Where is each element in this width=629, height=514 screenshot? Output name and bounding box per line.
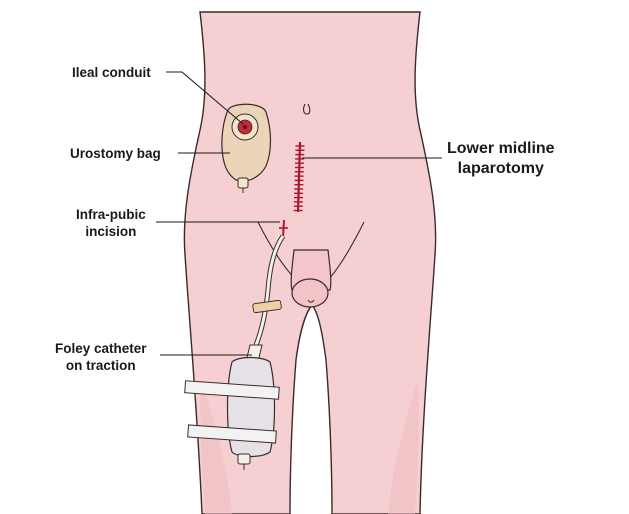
navel [302,103,311,115]
infra-pubic-incision-mark [282,219,285,239]
label-infra-pubic-incision: Infra-pubic incision [76,206,146,240]
right-thigh-shadow [388,380,419,514]
upper-thigh-strap [184,380,280,400]
laparotomy-incision [296,141,302,213]
label-laparotomy-line2: laparotomy [457,160,544,177]
label-foley-line1: Foley catheter [55,341,147,356]
label-urostomy-bag: Urostomy bag [70,146,161,161]
leader-ileal-conduit [166,71,244,125]
left-thigh-shadow [200,380,232,514]
penis [290,249,332,291]
label-foley-catheter: Foley catheter on traction [55,340,147,374]
label-lower-midline-laparotomy: Lower midline laparotomy [447,139,555,179]
urostomy-bag-outlet [237,177,249,189]
laparotomy-sutures [293,145,305,212]
catheter-tape [252,299,282,314]
label-foley-line2: on traction [65,358,136,373]
label-infra-pubic-line2: incision [85,224,137,239]
bag-drain-valve [237,453,251,465]
label-laparotomy-line1: Lower midline [447,140,555,157]
label-ileal-conduit: Ileal conduit [72,65,151,80]
genital-detail [307,299,315,303]
scrotum [291,278,329,308]
lower-thigh-strap [187,424,277,444]
label-infra-pubic-line1: Infra-pubic [76,207,146,222]
foley-catheter-tube-inner [254,235,285,346]
leader-lines [156,71,442,356]
stoma-lumen [243,125,247,129]
